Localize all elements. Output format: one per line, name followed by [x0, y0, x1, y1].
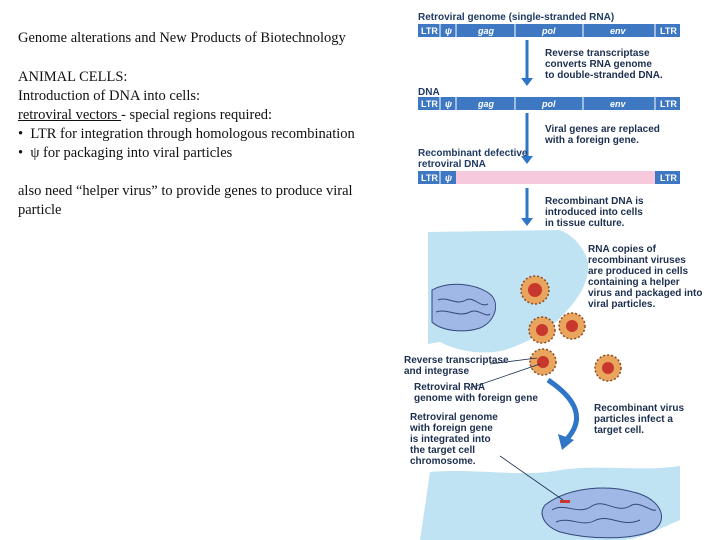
- callout-integrated: chromosome.: [410, 456, 476, 467]
- callout-integrated: Retroviral genome: [410, 412, 498, 423]
- bullet-marker: •: [18, 126, 24, 142]
- segment-gag: gag: [477, 26, 495, 36]
- integrated-gene: [560, 500, 570, 503]
- defective-label: retroviral DNA: [418, 159, 486, 170]
- bullet-psi: • ψ for packaging into viral particles: [18, 144, 232, 163]
- infect-line: Recombinant virus: [594, 403, 684, 414]
- bullet-text: LTR for integration through homologous r…: [30, 126, 355, 142]
- segment-env: env: [610, 99, 627, 109]
- dna-label: DNA: [418, 87, 440, 98]
- step1-line: to double-stranded DNA.: [545, 70, 663, 81]
- vectors-rest: - special regions required:: [121, 107, 273, 123]
- arrow-head: [521, 78, 533, 86]
- infect-line: particles infect a: [594, 414, 673, 425]
- step3-line: Recombinant DNA is: [545, 196, 644, 207]
- producer-nucleus: [431, 283, 496, 332]
- section-heading: ANIMAL CELLS:: [18, 69, 128, 85]
- genome-title: Retroviral genome (single-stranded RNA): [418, 12, 614, 23]
- dna-bar: LTR ψ gag pol env LTR: [418, 97, 680, 110]
- virus-particle: [529, 348, 557, 376]
- callout-rt: and integrase: [404, 366, 469, 377]
- callout-rt: Reverse transcriptase: [404, 355, 509, 366]
- step4-line: virus and packaged into: [588, 288, 702, 299]
- step3-line: introduced into cells: [545, 207, 643, 218]
- segment-psi: ψ: [445, 99, 452, 109]
- segment-ltr: LTR: [660, 173, 677, 183]
- slide-title: Genome alterations and New Products of B…: [18, 30, 346, 46]
- virus-particle: [528, 316, 556, 344]
- segment-psi: ψ: [445, 26, 452, 36]
- bullet-marker: •: [18, 145, 24, 161]
- segment-ltr: LTR: [660, 99, 677, 109]
- callout-integrated: with foreign gene: [409, 423, 493, 434]
- virus-particle: [520, 275, 550, 305]
- segment-pol: pol: [541, 26, 556, 36]
- callout-leader: [489, 357, 538, 365]
- target-nucleus: [541, 487, 663, 539]
- virus-particle: [594, 354, 622, 382]
- infect-line: target cell.: [594, 425, 644, 436]
- step4-line: viral particles.: [588, 299, 655, 310]
- step2-line: with a foreign gene.: [544, 135, 639, 146]
- step2-line: Viral genes are replaced: [545, 124, 660, 135]
- step1-line: converts RNA genome: [545, 59, 652, 70]
- segment-psi: ψ: [445, 173, 452, 183]
- infection-arrow: [546, 377, 580, 442]
- segment-ltr: LTR: [421, 99, 438, 109]
- segment-ltr: LTR: [660, 26, 677, 36]
- callout-integrated: is integrated into: [410, 434, 491, 445]
- chromatin: [435, 298, 491, 316]
- step4-line: recombinant viruses: [588, 255, 686, 266]
- step1-line: Reverse transcriptase: [545, 48, 650, 59]
- vectors-underlined: retroviral vectors: [18, 107, 122, 123]
- segment-gag: gag: [477, 99, 495, 109]
- callout-rna: Retroviral RNA: [414, 382, 485, 393]
- arrow-head: [521, 218, 533, 226]
- rna-genome-bar: LTR ψ gag pol env LTR: [418, 24, 680, 37]
- chromatin: [551, 503, 657, 524]
- arrow-head: [521, 156, 533, 164]
- step4-line: RNA copies of: [588, 244, 657, 255]
- step4-line: containing a helper: [588, 277, 680, 288]
- callout-integrated: the target cell: [410, 445, 475, 456]
- callout-leader: [499, 455, 564, 501]
- callout-leader: [469, 363, 541, 389]
- bullet-ltr: • LTR for integration through homologous…: [18, 125, 355, 144]
- bullet-text: ψ for packaging into viral particles: [30, 145, 233, 161]
- defective-label: Recombinant defective: [418, 148, 528, 159]
- callout-rna: genome with foreign gene: [414, 393, 538, 404]
- helper-line-1: also need “helper virus” to provide gene…: [18, 183, 353, 199]
- arrow-head: [558, 434, 574, 450]
- step4-line: are produced in cells: [588, 266, 688, 277]
- segment-env: env: [610, 26, 627, 36]
- segment-ltr: LTR: [421, 26, 438, 36]
- helper-line-2: particle: [18, 202, 62, 218]
- defective-dna-bar: LTR ψ LTR: [418, 171, 680, 184]
- step3-line: in tissue culture.: [545, 218, 625, 229]
- virus-particle: [558, 312, 586, 340]
- intro-line: Introduction of DNA into cells:: [18, 88, 201, 104]
- vectors-line: retroviral vectors - special regions req…: [18, 106, 272, 125]
- segment-ltr: LTR: [421, 173, 438, 183]
- segment-pol: pol: [541, 99, 556, 109]
